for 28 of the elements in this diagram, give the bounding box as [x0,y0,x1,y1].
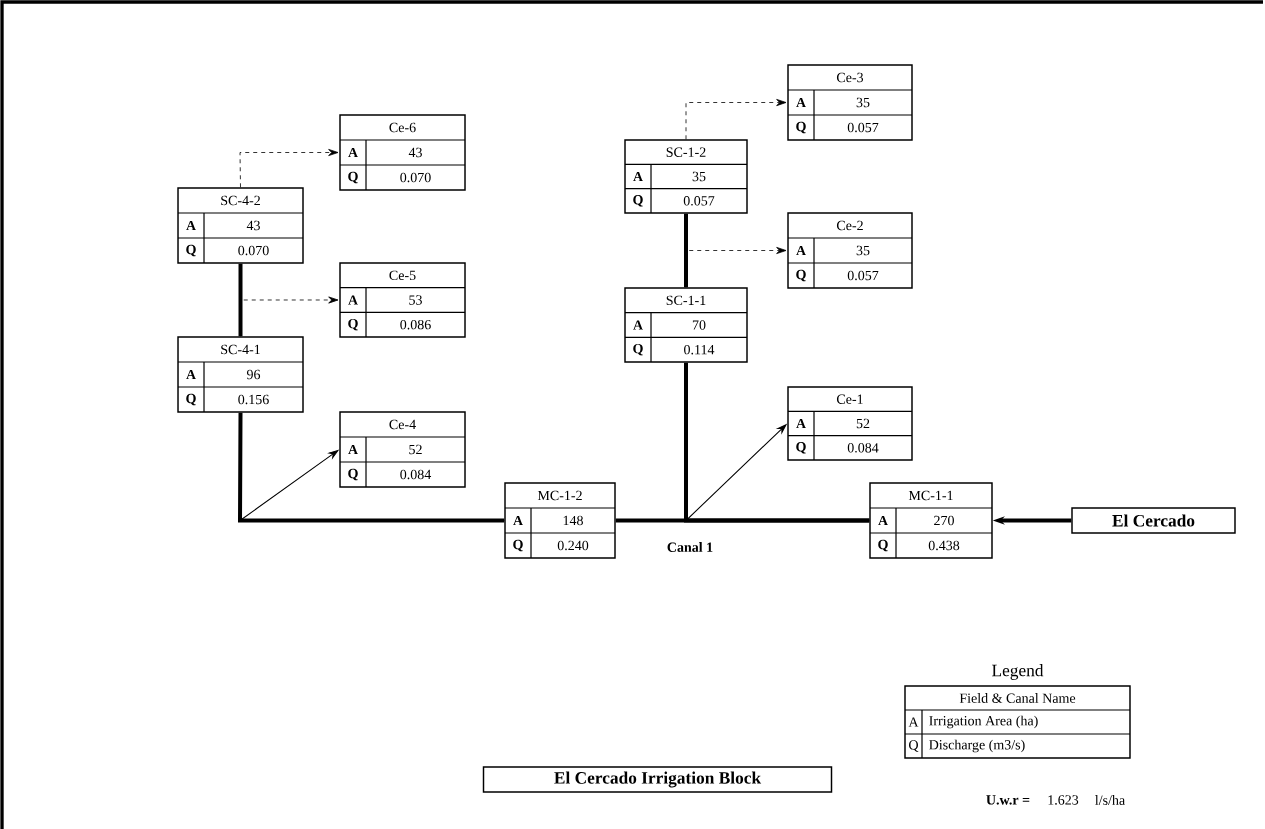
canal-table: Ce-5 A 53 Q 0.086 [339,262,466,338]
legend-table: Legend Field & Canal Name A Irrigation Area (ha) Q Discharge (m3/s) [904,664,1131,759]
arrow [239,296,339,337]
canal-table: Ce-1 A 52 Q 0.084 [787,386,913,461]
label-text: Canal 1 [667,542,713,552]
canal-line [238,263,243,337]
canal-table: SC-1-1 A 70 Q 0.114 [624,287,748,363]
canal-table: SC-4-1 A 96 Q 0.156 [177,336,304,413]
canal-table: Ce-2 A 35 Q 0.057 [787,212,913,289]
arrow [239,149,339,188]
canal-line [684,362,870,523]
canal-table: Ce-6 A 43 Q 0.070 [339,114,466,191]
arrow [685,247,787,288]
canal-line [684,213,688,288]
canal-table: MC-1-2 A 148 Q 0.240 [504,482,616,559]
canal-table: SC-1-2 A 35 Q 0.057 [624,139,748,214]
node-label: Legend [992,664,1044,680]
label-text: U.w.r = [986,795,1030,805]
canal-table: SC-4-2 A 43 Q 0.070 [177,187,304,264]
arrow [685,98,787,140]
source-box: El Cercado [1071,507,1236,534]
canal-table: Ce-3 A 35 Q 0.057 [787,64,913,141]
title-box: El Cercado Irrigation Block [482,766,833,793]
canal-table: Ce-4 A 52 Q 0.084 [339,411,466,488]
canal-line [238,412,505,523]
canal-table: MC-1-1 A 270 Q 0.438 [869,482,993,559]
label-text: 1.623 [1048,795,1079,805]
label-text: l/s/ha [1095,795,1125,805]
